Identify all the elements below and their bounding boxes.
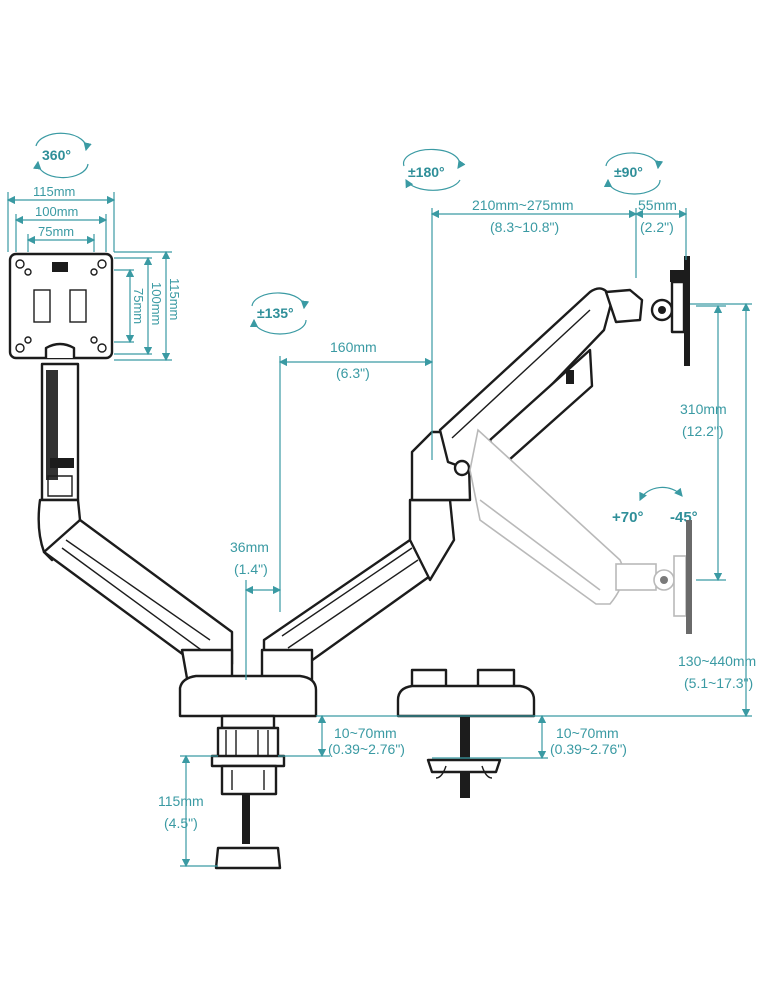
height-in-label: (5.1~17.3") <box>684 675 753 691</box>
gap-mm-label: 36mm <box>230 539 269 555</box>
grommet-thickness-dimension: 10~70mm (0.39~2.76") <box>432 714 627 760</box>
grommet-mm-label: 10~70mm <box>556 725 619 741</box>
rotation-90-badge: ±90° <box>603 152 664 195</box>
extension-in-label: (8.3~10.8") <box>490 219 559 235</box>
right-arm-ghost <box>469 428 692 634</box>
grommet-base <box>396 668 536 798</box>
vesa-middle-width: 100mm <box>35 204 78 219</box>
arm-in-label: (6.3") <box>336 365 370 381</box>
rotation-135-label: ±135° <box>257 305 294 321</box>
vesa-inner-width: 75mm <box>38 224 74 239</box>
rotation-180-badge: ±180° <box>402 148 466 191</box>
tilt-badge: +70° -45° <box>612 486 698 526</box>
tilt-down-label: -45° <box>670 509 698 526</box>
rotation-135-badge: ±135° <box>249 292 310 335</box>
clamp-in-label: (0.39~2.76") <box>328 741 405 757</box>
clamp-depth-mm-label: 115mm <box>158 793 204 809</box>
rotation-180-label: ±180° <box>408 164 445 180</box>
clamp-thickness-dimension: 10~70mm (0.39~2.76") <box>278 714 405 758</box>
grommet-in-label: (0.39~2.76") <box>550 741 627 757</box>
clamp-mm-label: 10~70mm <box>334 725 397 741</box>
vesa-plate <box>8 252 114 360</box>
lift-mm-label: 310mm <box>680 401 727 417</box>
rotation-360-label: 360° <box>42 147 71 163</box>
right-arm <box>260 256 690 686</box>
head-dimension: 55mm (2.2") <box>634 197 688 260</box>
vesa-outer-width: 115mm <box>33 184 75 199</box>
arm-mm-label: 160mm <box>330 339 377 355</box>
vesa-dimensions: 115mm 100mm 75mm 115mm 100mm 75mm <box>6 184 182 362</box>
clamp-depth-in-label: (4.5") <box>164 815 198 831</box>
clamp-depth-dimension: 115mm (4.5") <box>158 754 218 868</box>
height-mm-label: 130~440mm <box>678 653 756 669</box>
vesa-middle-height: 100mm <box>149 282 164 325</box>
gap-in-label: (1.4") <box>234 561 268 577</box>
vesa-outer-height: 115mm <box>167 278 182 320</box>
gap-dimension: 36mm (1.4") <box>230 539 282 680</box>
left-arm <box>37 362 234 686</box>
rotation-90-label: ±90° <box>614 164 643 180</box>
lift-dimension: 310mm (12.2") <box>680 304 727 582</box>
head-mm-label: 55mm <box>638 197 677 213</box>
vesa-inner-height: 75mm <box>131 288 146 324</box>
clamp-base <box>178 674 318 870</box>
extension-dimension: 210mm~275mm (8.3~10.8") <box>430 197 638 460</box>
lift-in-label: (12.2") <box>682 423 724 439</box>
rotation-360-badge: 360° <box>33 132 92 179</box>
height-dimension: 130~440mm (5.1~17.3") <box>316 302 756 718</box>
arm-length-dimension: 160mm (6.3") <box>278 339 434 612</box>
extension-mm-label: 210mm~275mm <box>472 197 574 213</box>
head-in-label: (2.2") <box>640 219 674 235</box>
tilt-up-label: +70° <box>612 509 643 526</box>
